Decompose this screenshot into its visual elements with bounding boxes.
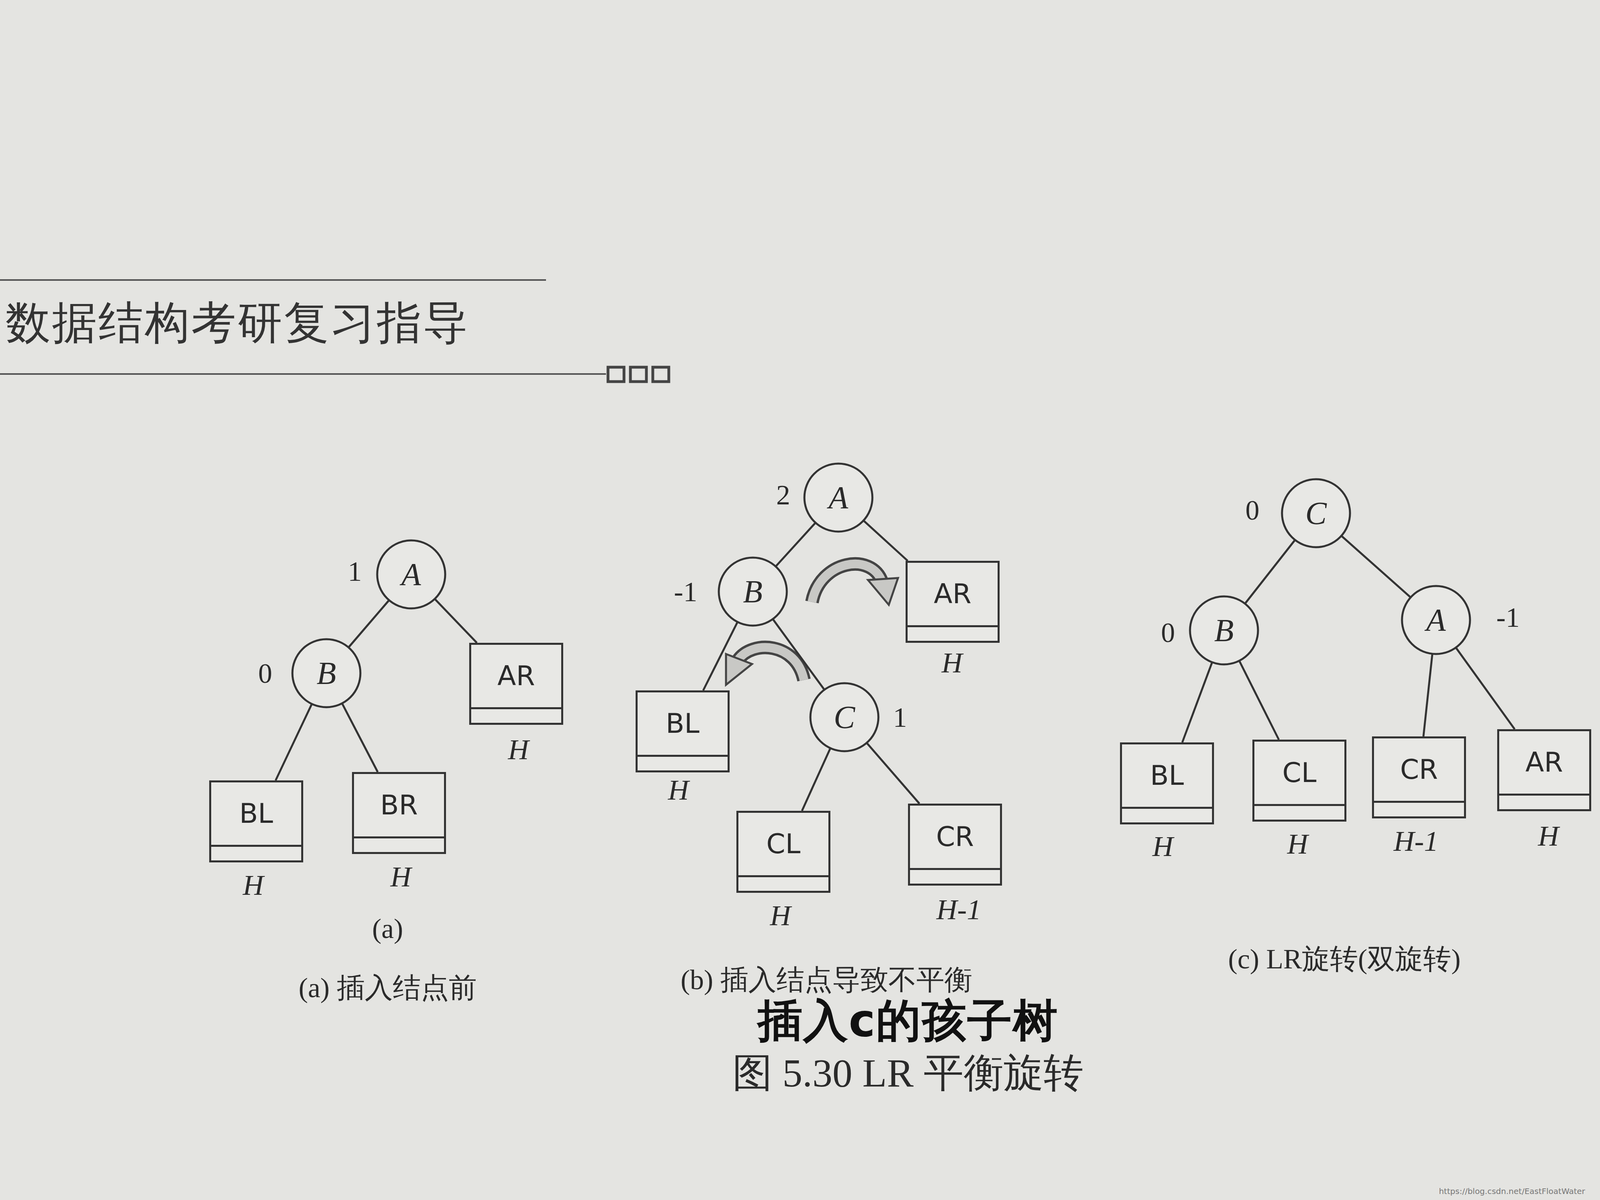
tree-edge (1341, 536, 1411, 598)
height-label: H (1287, 828, 1308, 860)
subtree-box: CR (908, 803, 1002, 886)
box-strip (910, 868, 1000, 884)
box-strip (738, 875, 829, 891)
balance-factor: 1 (893, 702, 908, 733)
node-label: BL (211, 782, 302, 845)
height-label: H (390, 861, 412, 893)
balance-factor: -1 (674, 576, 698, 608)
tree-node-circle: B (717, 556, 788, 627)
tree-edge (275, 704, 312, 781)
tree-edge (866, 742, 920, 804)
balance-factor: 2 (776, 479, 791, 511)
tree-edge (1244, 540, 1295, 604)
node-label: AR (1499, 731, 1590, 794)
tree-edge (342, 703, 378, 772)
subtree-box: CL (1252, 739, 1347, 822)
node-label: CR (1374, 738, 1464, 801)
height-label: H (1538, 820, 1559, 852)
balance-factor: 0 (1161, 617, 1176, 648)
header-rule (0, 279, 546, 281)
height-label: H (1152, 830, 1174, 863)
balance-factor: 1 (348, 556, 362, 587)
subtree-box: BL (209, 780, 304, 863)
page-header: 数据结构考研复习指导 (5, 298, 470, 348)
node-label: A (376, 539, 447, 610)
node-label: C (1280, 478, 1352, 549)
node-label: A (1400, 584, 1472, 656)
tree-edge (434, 598, 477, 643)
box-strip (1499, 793, 1590, 810)
balance-factor: 0 (258, 658, 273, 689)
subtree-box: BR (352, 772, 446, 854)
header-rule (0, 373, 606, 375)
height-label: H-1 (1393, 825, 1439, 858)
box-strip (211, 844, 302, 861)
header-square (652, 367, 669, 382)
handwritten-note: 插入c的孩子树 (757, 996, 1059, 1046)
subtree-box: CL (736, 810, 831, 893)
box-strip (1254, 804, 1345, 820)
tree-edge (1182, 662, 1213, 743)
watermark: https://blog.csdn.net/EastFloatWater (1438, 1186, 1586, 1196)
tree-edge (1239, 660, 1279, 740)
figure-caption: 图 5.30 LR 平衡旋转 (732, 1051, 1084, 1096)
box-strip (907, 625, 998, 641)
subtree-box: CR (1372, 736, 1466, 819)
tree-node-circle: A (803, 462, 874, 533)
node-label: C (809, 682, 880, 753)
tree-edge (802, 748, 831, 811)
node-label: B (291, 638, 362, 709)
subtree-box: BL (635, 690, 730, 773)
box-strip (1374, 800, 1464, 817)
height-label: H (508, 734, 529, 766)
header-square (630, 367, 647, 382)
node-label: CL (738, 812, 829, 876)
balance-factor: -1 (1496, 602, 1520, 633)
subtree-box: AR (905, 560, 1000, 643)
tree-edge (772, 619, 825, 690)
node-label: B (717, 556, 788, 627)
tree-edge (1456, 647, 1515, 730)
tree-edge (703, 622, 738, 691)
tree-edge (1423, 654, 1433, 737)
height-label: H-1 (936, 894, 982, 926)
box-strip (471, 707, 562, 723)
box-strip (637, 754, 728, 771)
height-label: H (242, 869, 264, 902)
node-label: BR (354, 774, 444, 837)
tree-node-circle: A (1400, 584, 1472, 656)
tree-node-circle: A (376, 539, 447, 610)
tree-node-circle: B (1188, 595, 1260, 666)
subtree-box: AR (1497, 729, 1592, 812)
tree-node-circle: C (1280, 478, 1352, 549)
node-label: CL (1254, 741, 1345, 804)
subfigure-caption: (a) 插入结点前 (298, 972, 477, 1004)
tree-edge (863, 520, 908, 561)
node-label: BL (637, 692, 728, 755)
node-label: BL (1122, 744, 1212, 807)
subfigure-caption: (b) 插入结点导致不平衡 (680, 964, 972, 996)
box-strip (354, 836, 444, 852)
subtree-box: BL (1120, 742, 1214, 825)
rotation-arrow (726, 647, 804, 685)
node-label: AR (471, 644, 562, 708)
subtree-box: AR (469, 642, 564, 725)
node-label: CR (910, 805, 1000, 868)
subfigure-label: (a) (372, 913, 404, 944)
balance-factor: 0 (1245, 494, 1260, 526)
height-label: H (668, 774, 689, 806)
subfigure-caption: (c) LR旋转(双旋转) (1228, 943, 1461, 975)
tree-edge (348, 600, 389, 648)
node-label: B (1188, 595, 1260, 666)
height-label: H (941, 647, 963, 679)
rotation-arrow (812, 564, 898, 605)
node-label: A (803, 462, 874, 533)
box-strip (1122, 806, 1212, 823)
height-label: H (770, 900, 791, 932)
tree-node-circle: C (809, 682, 880, 753)
node-label: AR (907, 562, 998, 626)
tree-node-circle: B (291, 638, 362, 709)
tree-edge (775, 522, 816, 567)
header-square (608, 367, 624, 382)
